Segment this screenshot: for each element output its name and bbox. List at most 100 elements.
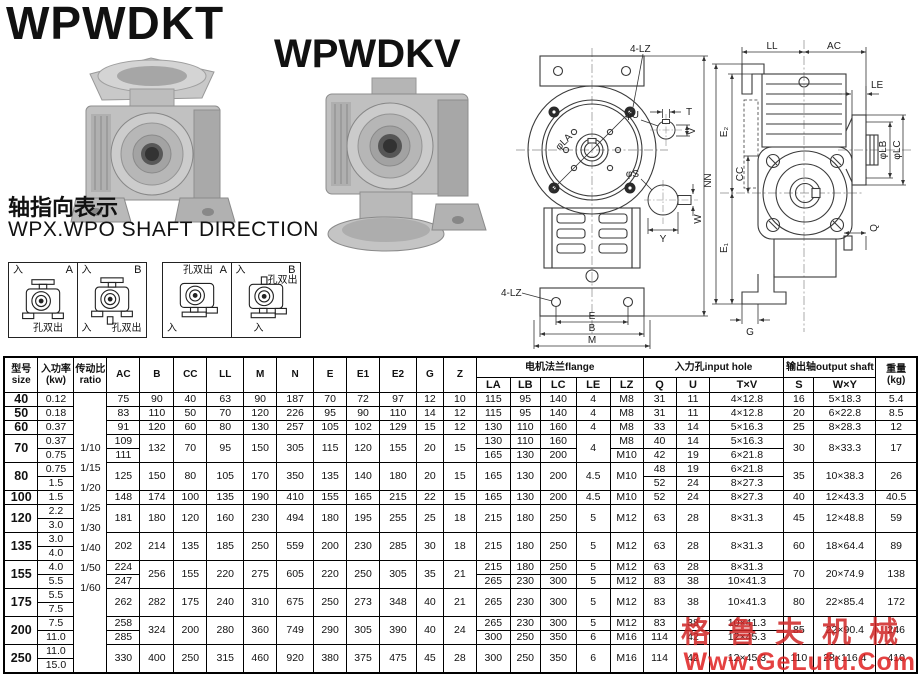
table-cell: 4.0 [37, 560, 75, 575]
table-cell: 310 [243, 588, 278, 617]
ratio-value: 1/50 [80, 562, 101, 574]
table-cell: 114 [642, 644, 677, 674]
variant-letter: A [65, 264, 73, 276]
table-cell: 4.5 [575, 490, 611, 505]
table-cell: 40 [642, 434, 677, 449]
table-cell: M12 [609, 574, 644, 589]
gearbox-glyph-flange-bottom-shaft-up [248, 276, 287, 319]
table-cell: 30 [415, 532, 444, 561]
table-cell: 155 [3, 560, 39, 589]
table-cell: 160 [539, 420, 577, 435]
table-cell: 360 [243, 616, 278, 645]
dim-label-le: LE [871, 80, 884, 91]
table-cell: 275 [243, 560, 278, 589]
table-cell: 5.5 [37, 588, 75, 603]
header-cell: E1 [346, 356, 381, 393]
header-cell: LZ [609, 377, 644, 393]
table-cell: 215 [475, 560, 511, 575]
table-cell: 42 [675, 630, 711, 645]
table-cell: 350 [539, 630, 577, 645]
table-cell: 40 [3, 392, 39, 407]
table-cell: 50 [173, 406, 208, 421]
output-label: 孔双出 [267, 275, 298, 286]
table-cell: 21 [442, 588, 477, 617]
table-cell: 28 [442, 644, 477, 674]
table-cell: 10 [442, 392, 477, 407]
table-cell: 70 [3, 434, 39, 463]
gearbox-glyph-flange-top-shaft-down [90, 277, 133, 325]
table-cell: 0.75 [37, 448, 75, 463]
table-cell: 4 [575, 420, 611, 435]
table-cell: 59 [875, 504, 918, 533]
table-cell: 105 [313, 420, 348, 435]
front-view-drawing: φLA 4-LZ 4-LZ E B M N T φU V [501, 44, 712, 349]
table-cell: 250 [539, 532, 577, 561]
table-cell: 5×16.3 [709, 434, 785, 449]
table-cell: 102 [346, 420, 381, 435]
table-cell: 240 [206, 588, 245, 617]
table-cell: 390 [379, 616, 417, 645]
header-cell: U [675, 377, 711, 393]
table-cell: 215 [475, 532, 511, 561]
table-cell: 25 [783, 420, 815, 435]
table-cell: 265 [475, 616, 511, 631]
table-cell: 80 [206, 420, 245, 435]
table-cell: 14 [675, 434, 711, 449]
table-cell: 12×48.8 [813, 504, 877, 533]
table-cell: 22 [415, 490, 444, 505]
shaft-direction-heading-cn: 轴指向表示 [8, 195, 119, 220]
shaft-direction-box: 孔双出 A 入 [162, 262, 232, 338]
table-cell: 265 [475, 588, 511, 617]
table-cell: 6×22.8 [813, 406, 877, 421]
table-cell: 110 [509, 434, 541, 449]
table-cell: M8 [609, 434, 644, 449]
header-cell: LA [475, 377, 511, 393]
table-cell: 3.0 [37, 518, 75, 533]
table-cell: 224 [106, 560, 141, 575]
table-cell: 31 [642, 406, 677, 421]
table-cell: M12 [609, 588, 644, 617]
table-cell: 148 [106, 490, 141, 505]
table-cell: 83 [642, 616, 677, 631]
table-cell: 5 [575, 588, 611, 617]
table-cell: 187 [276, 392, 315, 407]
input-label: 入 [13, 265, 23, 276]
dim-label-lc: φLC [892, 140, 903, 159]
table-cell: 22×85.4 [813, 588, 877, 617]
table-cell: 250 [313, 588, 348, 617]
table-cell: 20 [783, 406, 815, 421]
table-cell: 28×116.4 [813, 644, 877, 674]
input-label: 入 [81, 323, 92, 334]
table-cell: 12 [875, 420, 918, 435]
table-cell: 21 [442, 560, 477, 589]
table-cell: 200 [539, 448, 577, 463]
table-cell: 24 [675, 476, 711, 491]
table-cell: 110 [509, 420, 541, 435]
table-cell: 83 [642, 588, 677, 617]
table-cell: 200 [539, 490, 577, 505]
table-cell: 115 [313, 434, 348, 463]
table-cell: 72 [346, 392, 381, 407]
table-cell: 60 [783, 532, 815, 561]
table-cell: 11 [675, 406, 711, 421]
table-cell: 180 [509, 532, 541, 561]
header-cell: LL [206, 356, 245, 393]
table-cell: 18 [442, 532, 477, 561]
table-cell: 250 [173, 644, 208, 674]
table-cell: 262 [106, 588, 141, 617]
table-cell: 250 [3, 644, 39, 674]
table-cell: 190 [243, 490, 278, 505]
table-cell: 5 [575, 532, 611, 561]
table-cell: 90 [139, 392, 175, 407]
header-cell: 入功率(kw) [37, 356, 75, 393]
table-cell: 5 [575, 616, 611, 631]
table-cell: 100 [173, 490, 208, 505]
table-cell: 42 [675, 644, 711, 674]
table-cell: 12 [415, 392, 444, 407]
table-cell: 91 [106, 420, 141, 435]
